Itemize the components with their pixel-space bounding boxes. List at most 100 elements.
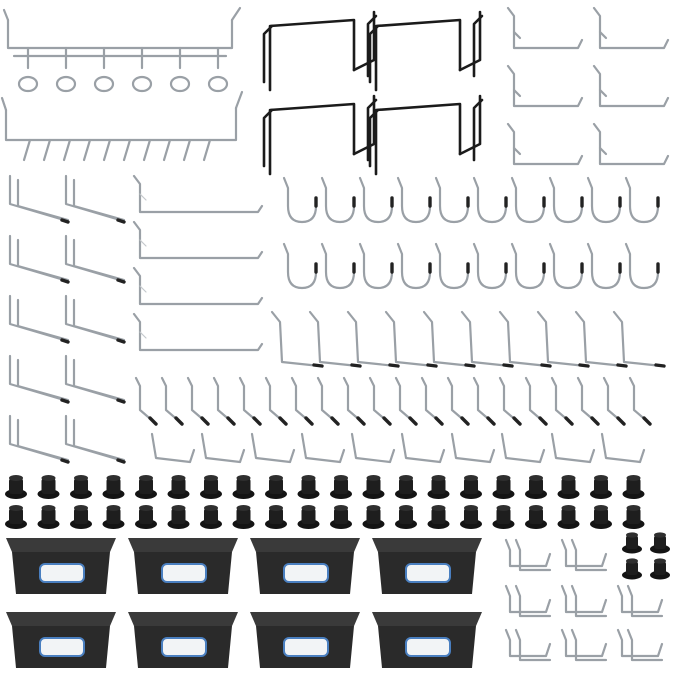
single-straight-hook [132,312,264,352]
u-clip [400,432,446,464]
u-clip [200,432,246,464]
locking-grommet [37,475,60,499]
short-l-hook [472,376,496,426]
double-loop-hook [504,584,552,618]
curved-hooks-row-1 [282,176,660,224]
short-l-hook [524,376,548,426]
locking-grommet [167,505,190,529]
storage-bin [6,612,116,668]
curved-hook [358,242,394,290]
curved-hook [624,242,660,290]
bar-prong [182,138,192,162]
storage-bin [128,538,238,594]
tool-ring [55,46,77,93]
double-loop-hook [560,584,608,618]
short-l-hook [290,376,314,426]
locking-grommet [200,505,222,529]
double-loop-hook [560,628,608,662]
bin-label-plate [39,563,85,583]
locking-grommet [37,505,60,529]
locking-grommet [622,505,645,529]
long-l-hook [346,310,400,368]
locking-grommet [265,505,287,529]
long-l-hook [384,310,438,368]
u-clip [450,432,496,464]
bar-prong [62,138,72,162]
straight-double-hook [64,294,126,344]
small-j-hook [506,64,584,108]
locking-grommet [5,475,27,499]
long-l-hook [460,310,514,368]
short-l-hook [238,376,262,426]
tool-ring [169,46,191,93]
bar-prong [122,138,132,162]
locking-grommet [395,505,417,529]
straight-double-hook [64,234,126,284]
curved-hook [548,242,584,290]
black-shelf-brackets [262,10,484,176]
bar-prong [42,138,52,162]
bar-prong [22,138,32,162]
locking-grommet [297,475,320,499]
curved-hook [358,176,394,224]
locking-grommet [5,505,27,529]
locking-grommet [232,505,255,529]
u-clip [300,432,346,464]
straight-double-hook [8,354,70,404]
small-j-hook [506,6,584,50]
long-l-hook [498,310,552,368]
locking-grommet [525,505,547,529]
single-straight-hook [132,266,264,306]
storage-bin [372,612,482,668]
single-straight-hook [132,174,264,214]
locking-grommet [102,475,125,499]
locking-grommet [330,505,352,529]
curved-hook [586,242,622,290]
small-j-hook [592,122,670,166]
tool-ring [131,46,153,93]
short-l-hook [264,376,288,426]
short-l-hook [628,376,652,426]
storage-bin [128,612,238,668]
long-l-hook [574,310,628,368]
curved-hook [472,242,508,290]
long-l-hooks [270,310,666,368]
small-j-hooks [506,6,670,166]
bin-label-plate [283,563,329,583]
shelf-bracket [262,10,378,92]
curved-hook [282,176,318,224]
long-l-hook [612,310,666,368]
bar-prong [162,138,172,162]
short-l-hook [212,376,236,426]
locking-grommet [167,475,190,499]
small-j-hook [592,64,670,108]
multi-prong-bar-hook [0,90,244,162]
locking-grommet [362,475,385,499]
straight-double-hook [8,414,70,464]
double-loop-hook [616,628,664,662]
locking-grommets-row-1 [5,475,645,499]
bar-prong [82,138,92,162]
tool-ring [207,46,229,93]
locking-grommet [102,505,125,529]
single-straight-hooks [132,174,264,352]
u-clip [350,432,396,464]
short-l-hook [186,376,210,426]
locking-grommet [135,505,157,529]
double-loop-hooks [504,538,664,662]
curved-hook [396,242,432,290]
shelf-bracket [262,94,378,176]
locking-grommet [395,475,417,499]
u-clip [500,432,546,464]
small-j-hook [506,122,584,166]
long-l-hook [308,310,362,368]
curved-hook [282,242,318,290]
small-j-hook [592,6,670,50]
short-l-hook [420,376,444,426]
straight-double-hook [8,234,70,284]
bin-label-plate [161,637,207,657]
curved-hook [434,242,470,290]
straight-double-hook [64,414,126,464]
u-clip [550,432,596,464]
